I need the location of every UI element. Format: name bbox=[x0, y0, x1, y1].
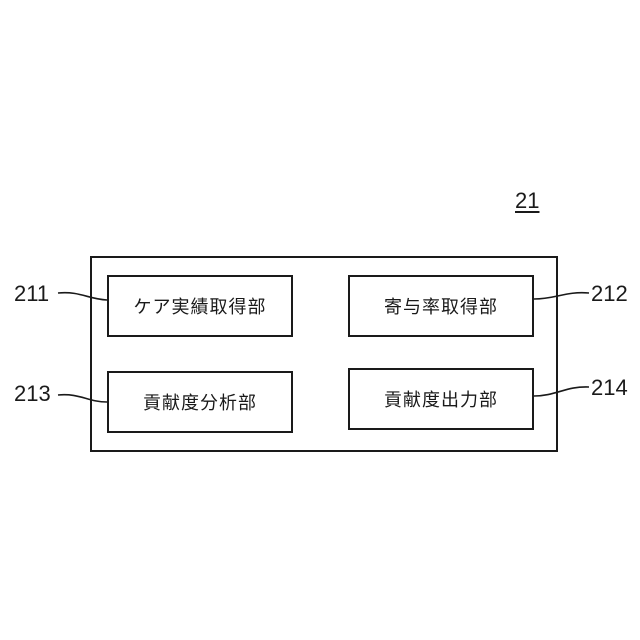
leader-line-211 bbox=[58, 293, 107, 300]
contribution-analysis-unit-label: 貢献度分析部 bbox=[143, 389, 257, 415]
contribution-analysis-unit: 貢献度分析部 bbox=[107, 371, 293, 433]
reference-number-213: 213 bbox=[14, 383, 51, 405]
leader-line-214 bbox=[534, 387, 589, 396]
care-record-acquisition-unit: ケア実績取得部 bbox=[107, 275, 293, 337]
contribution-rate-acquisition-unit-label: 寄与率取得部 bbox=[384, 293, 498, 319]
reference-number-214: 214 bbox=[591, 377, 628, 399]
leader-line-212 bbox=[534, 293, 589, 299]
device-reference-number: 21 bbox=[515, 190, 539, 212]
reference-number-211: 211 bbox=[14, 283, 49, 305]
leader-line-213 bbox=[58, 395, 107, 402]
reference-number-212: 212 bbox=[591, 283, 628, 305]
contribution-output-unit-label: 貢献度出力部 bbox=[384, 386, 498, 412]
contribution-output-unit: 貢献度出力部 bbox=[348, 368, 534, 430]
care-record-acquisition-unit-label: ケア実績取得部 bbox=[134, 293, 267, 319]
contribution-rate-acquisition-unit: 寄与率取得部 bbox=[348, 275, 534, 337]
